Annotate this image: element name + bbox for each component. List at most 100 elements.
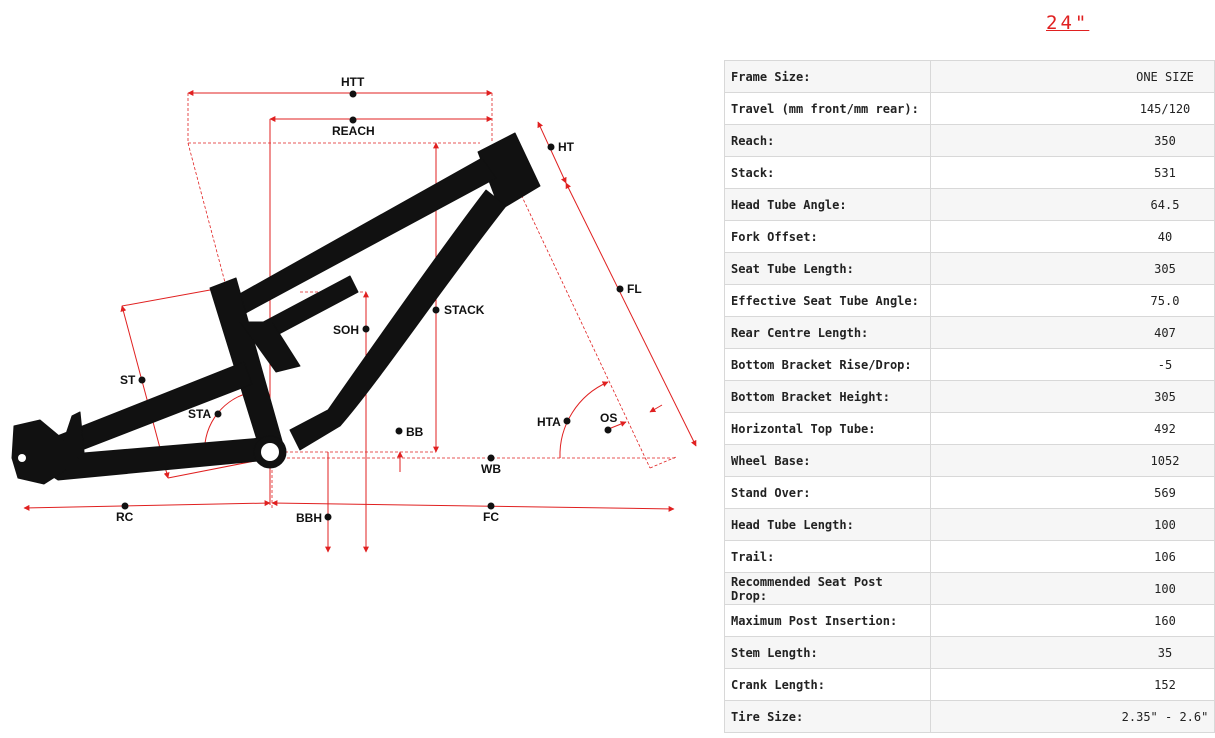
sta-label: STA [188,407,211,421]
soh-dot [362,325,370,333]
row-label: Recommended Seat Post Drop: [724,572,931,605]
os-line [649,404,663,413]
row-label: Stack: [724,156,931,189]
htt-label: HTT [341,75,365,89]
row-value: 106 [930,540,1215,573]
bbh-dot [324,513,332,521]
table-row: Horizontal Top Tube:492 [724,412,1215,445]
fl-dot [616,285,624,293]
table-row: Head Tube Length:100 [724,508,1215,541]
ht-dot [547,143,555,151]
table-row: Frame Size:ONE SIZE [724,60,1215,93]
soh-label: SOH [333,323,359,337]
row-label: Wheel Base: [724,444,931,477]
fl-label: FL [627,282,642,296]
table-row: Bottom Bracket Height:305 [724,380,1215,413]
row-value: 350 [930,124,1215,157]
head-tube [477,132,541,211]
row-label: Seat Tube Length: [724,252,931,285]
table-row: Seat Tube Length:305 [724,252,1215,285]
fc-label: FC [483,510,499,524]
ht-line [537,121,567,184]
hta-dot [563,417,571,425]
row-label: Rear Centre Length: [724,316,931,349]
sta-dot [214,410,222,418]
rc-label: RC [116,510,134,524]
row-value: 100 [930,572,1215,605]
row-value: 145/120 [930,92,1215,125]
table-row: Crank Length:152 [724,668,1215,701]
table-row: Reach:350 [724,124,1215,157]
reach-label: REACH [332,124,375,138]
row-value: 152 [930,668,1215,701]
row-label: Trail: [724,540,931,573]
row-label: Head Tube Angle: [724,188,931,221]
row-label: Frame Size: [724,60,931,93]
row-value: -5 [930,348,1215,381]
table-row: Trail:106 [724,540,1215,573]
wb-dot [487,454,495,462]
row-value: 492 [930,412,1215,445]
row-value: 305 [930,252,1215,285]
row-label: Head Tube Length: [724,508,931,541]
table-row: Head Tube Angle:64.5 [724,188,1215,221]
wb-label: WB [481,462,501,476]
table-row: Rear Centre Length:407 [724,316,1215,349]
table-row: Tire Size:2.35" - 2.6" [724,700,1215,733]
dimension-lines [23,90,697,553]
dimension-labels: HTT REACH HT FL STACK SOH ST STA BB HTA … [116,75,642,525]
size-tab-24[interactable]: 24" [1046,12,1090,34]
row-value: 35 [930,636,1215,669]
row-label: Stand Over: [724,476,931,509]
table-row: Effective Seat Tube Angle:75.0 [724,284,1215,317]
row-label: Tire Size: [724,700,931,733]
st-label: ST [120,373,136,387]
os-dot [604,426,612,434]
row-value: 75.0 [930,284,1215,317]
row-label: Reach: [724,124,931,157]
table-row: Maximum Post Insertion:160 [724,604,1215,637]
table-row: Bottom Bracket Rise/Drop:-5 [724,348,1215,381]
down-tube [289,189,507,451]
row-label: Bottom Bracket Height: [724,380,931,413]
row-label: Fork Offset: [724,220,931,253]
row-label: Stem Length: [724,636,931,669]
rc-line [23,500,271,511]
row-value: 160 [930,604,1215,637]
row-value: 305 [930,380,1215,413]
reach-dot [349,116,357,124]
row-label: Bottom Bracket Rise/Drop: [724,348,931,381]
stack-dot [432,306,440,314]
row-label: Effective Seat Tube Angle: [724,284,931,317]
st-dot [138,376,146,384]
hta-label: HTA [537,415,561,429]
row-label: Travel (mm front/mm rear): [724,92,931,125]
os-label: OS [600,411,617,425]
row-value: 531 [930,156,1215,189]
row-label: Horizontal Top Tube: [724,412,931,445]
bbh-label: BBH [296,511,322,525]
row-label: Maximum Post Insertion: [724,604,931,637]
table-row: Stem Length:35 [724,636,1215,669]
hta-arc [559,381,609,459]
guide-lines [22,93,677,508]
row-value: 40 [930,220,1215,253]
fc-line [271,500,675,512]
rear-dropout [11,411,85,485]
fc-dot [487,502,495,510]
row-value: 407 [930,316,1215,349]
row-value: 569 [930,476,1215,509]
row-label: Crank Length: [724,668,931,701]
bike-frame [11,132,541,485]
row-value: 2.35" - 2.6" [930,700,1215,733]
fl-line [565,182,697,447]
row-value: 1052 [930,444,1215,477]
table-row: Stand Over:569 [724,476,1215,509]
table-row: Stack:531 [724,156,1215,189]
row-value: 64.5 [930,188,1215,221]
table-row: Wheel Base:1052 [724,444,1215,477]
geometry-diagram: HTT REACH HT FL STACK SOH ST STA BB HTA … [11,75,697,553]
row-value: ONE SIZE [930,60,1215,93]
rocker-link [239,321,301,373]
